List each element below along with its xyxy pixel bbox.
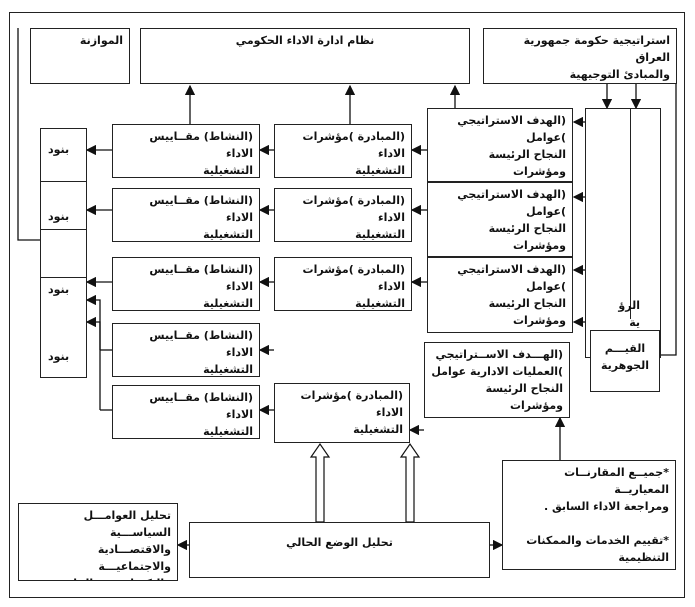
initiative-text: (المبادرة )مؤشرات الاداء التشغيلية (302, 263, 405, 311)
activity-text: (النشاط) مقــاييس الاداء التشغيلية (149, 263, 253, 311)
gov-performance-text: نظام ادارة الاداء الحكومي (235, 34, 375, 47)
activity-box-1: (النشاط) مقــاييس الاداء التشغيلية (112, 124, 260, 178)
strategic-goal-text: (الهدف الاستراتيجي )عوامل النجاح الرئيسة… (457, 114, 566, 179)
core-values-box: القيـــم الجوهرية (590, 330, 660, 392)
strategic-goal-text: (الهدف الاستراتيجي )عوامل النجاح الرئيسة… (457, 188, 566, 253)
initiative-box-2: (المبادرة )مؤشرات الاداء التشغيلية (274, 188, 412, 242)
gov-performance-box: نظام ادارة الاداء الحكومي (140, 28, 470, 84)
item-label-1: بنود (48, 143, 70, 156)
current-state-box: تحليل الوضع الحالي (189, 522, 490, 578)
strategy-box: استراتيجية حكومة جمهورية العراق والمبادئ… (483, 28, 677, 84)
strategic-goal-ops-box: (الهـــدف الاســتراتيجي )العمليات الادار… (424, 342, 570, 418)
pestle-text: تحليل العوامـــل السياســـية والاقتصـــا… (47, 509, 171, 580)
pestle-box: تحليل العوامـــل السياســـية والاقتصـــا… (18, 503, 178, 581)
initiative-box-3: (المبادرة )مؤشرات الاداء التشغيلية (274, 257, 412, 311)
item-label-4: بنود (48, 350, 70, 363)
vision-text: الرؤ ية (618, 299, 640, 330)
core-values-text: القيـــم الجوهرية (601, 342, 649, 373)
items-column (40, 128, 87, 378)
strategic-goal-text: (الهدف الاستراتيجي )عوامل النجاح الرئيسة… (457, 263, 566, 332)
strategic-goal-box-3: (الهدف الاستراتيجي )عوامل النجاح الرئيسة… (427, 257, 573, 333)
strategic-goal-box-2: (الهدف الاستراتيجي )عوامل النجاح الرئيسة… (427, 182, 573, 257)
current-state-text: تحليل الوضع الحالي (286, 536, 393, 549)
benchmark-text: *جميــع المقارنــات المعياريــة ومراجعة … (526, 466, 669, 565)
activity-text: (النشاط) مقــاييس الاداء التشغيلية (149, 329, 253, 377)
initiative-text: (المبادرة )مؤشرات الاداء التشغيلية (302, 130, 405, 178)
strategy-text: استراتيجية حكومة جمهورية العراق والمبادئ… (523, 34, 670, 82)
activity-box-5: (النشاط) مقــاييس الاداء التشغيلية (112, 385, 260, 439)
initiative-text: (المبادرة )مؤشرات الاداء التشغيلية (300, 389, 403, 437)
initiative-box-4: (المبادرة )مؤشرات الاداء التشغيلية (274, 383, 410, 443)
strategic-goal-ops-text: (الهـــدف الاســتراتيجي )العمليات الادار… (431, 348, 563, 417)
budget-box: الموازنة (30, 28, 130, 84)
budget-text: الموازنة (79, 34, 123, 47)
initiative-box-1: (المبادرة )مؤشرات الاداء التشغيلية (274, 124, 412, 178)
initiative-text: (المبادرة )مؤشرات الاداء التشغيلية (302, 194, 405, 242)
strategic-goal-box-1: (الهدف الاستراتيجي )عوامل النجاح الرئيسة… (427, 108, 573, 182)
activity-text: (النشاط) مقــاييس الاداء التشغيلية (149, 130, 253, 178)
activity-text: (النشاط) مقــاييس الاداء التشغيلية (149, 194, 253, 242)
activity-text: (النشاط) مقــاييس الاداء التشغيلية (149, 391, 253, 439)
item-label-3: بنود (48, 283, 70, 296)
activity-box-4: (النشاط) مقــاييس الاداء التشغيلية (112, 323, 260, 377)
activity-box-3: (النشاط) مقــاييس الاداء التشغيلية (112, 257, 260, 311)
vision-box: الرؤ ية (585, 108, 661, 358)
benchmark-box: *جميــع المقارنــات المعياريــة ومراجعة … (502, 460, 676, 570)
item-label-2: بنود (48, 210, 70, 223)
diagram-frame (9, 12, 685, 598)
activity-box-2: (النشاط) مقــاييس الاداء التشغيلية (112, 188, 260, 242)
